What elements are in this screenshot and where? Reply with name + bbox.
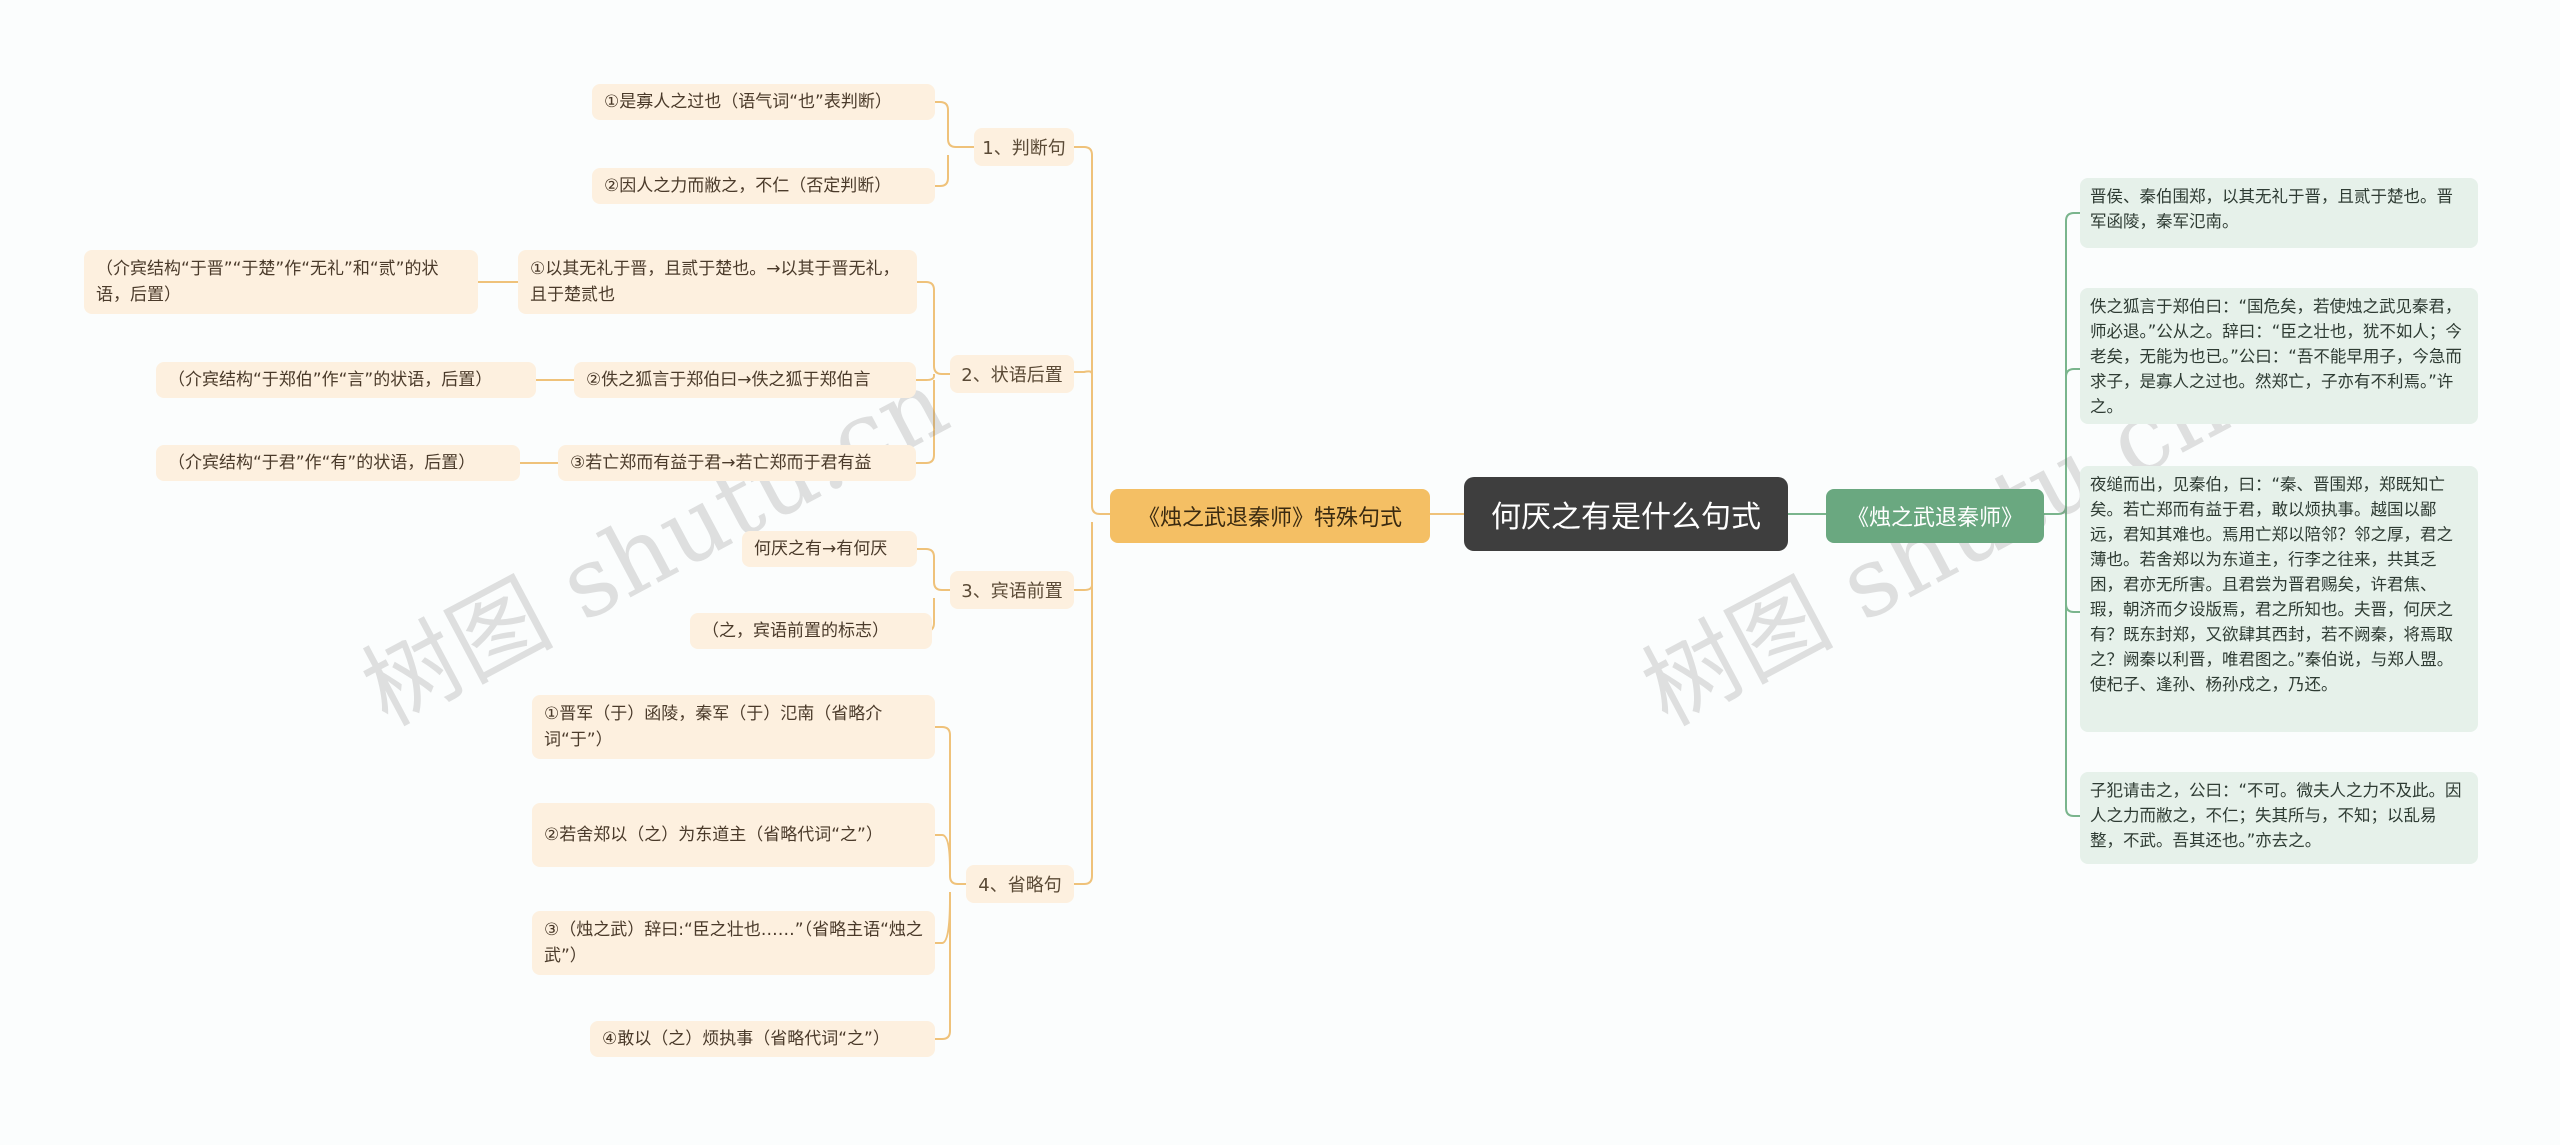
object-item-2[interactable]: （之，宾语前置的标志） xyxy=(690,613,932,649)
ellipsis-item-2[interactable]: ②若舍郑以（之）为东道主（省略代词“之”） xyxy=(532,803,935,867)
text-paragraph-1[interactable]: 晋侯、秦伯围郑，以其无礼于晋，且贰于楚也。晋军函陵，秦军氾南。 xyxy=(2080,178,2478,248)
adverbial-note-2[interactable]: （介宾结构“于郑伯”作“言”的状语，后置） xyxy=(156,362,536,398)
object-item-1[interactable]: 何厌之有→有何厌 xyxy=(742,531,917,567)
root-node[interactable]: 何厌之有是什么句式 xyxy=(1464,477,1788,551)
category-object-preposition[interactable]: 3、宾语前置 xyxy=(950,571,1074,609)
ellipsis-item-1[interactable]: ①晋军（于）函陵，秦军（于）氾南（省略介词“于”） xyxy=(532,695,935,759)
left-tree-links xyxy=(478,101,1110,1040)
judgement-item-1[interactable]: ①是寡人之过也（语气词“也”表判断） xyxy=(592,84,935,120)
category-judgement[interactable]: 1、判断句 xyxy=(974,128,1074,166)
right-branch-node[interactable]: 《烛之武退秦师》 xyxy=(1826,489,2044,543)
text-paragraph-2[interactable]: 佚之狐言于郑伯曰：“国危矣，若使烛之武见秦君，师必退。”公从之。辞曰：“臣之壮也… xyxy=(2080,288,2478,424)
text-paragraph-3[interactable]: 夜缒而出，见秦伯，曰：“秦、晋围郑，郑既知亡矣。若亡郑而有益于君，敢以烦执事。越… xyxy=(2080,466,2478,732)
right-tree-links xyxy=(2044,212,2080,817)
category-adverbial-postposition[interactable]: 2、状语后置 xyxy=(950,355,1074,393)
adverbial-item-1[interactable]: ①以其无礼于晋，且贰于楚也。→以其于晋无礼，且于楚贰也 xyxy=(518,250,917,314)
adverbial-note-3[interactable]: （介宾结构“于君”作“有”的状语，后置） xyxy=(156,445,520,481)
adverbial-item-2[interactable]: ②佚之狐言于郑伯曰→佚之狐于郑伯言 xyxy=(574,362,916,398)
adverbial-item-3[interactable]: ③若亡郑而有益于君→若亡郑而于君有益 xyxy=(558,445,916,481)
left-branch-node[interactable]: 《烛之武退秦师》特殊句式 xyxy=(1110,489,1430,543)
ellipsis-item-4[interactable]: ④敢以（之）烦执事（省略代词“之”） xyxy=(590,1021,935,1057)
category-ellipsis[interactable]: 4、省略句 xyxy=(966,865,1074,903)
adverbial-note-1[interactable]: （介宾结构“于晋”“于楚”作“无礼”和“贰”的状语，后置） xyxy=(84,250,478,314)
judgement-item-2[interactable]: ②因人之力而敝之，不仁（否定判断） xyxy=(592,168,935,204)
text-paragraph-4[interactable]: 子犯请击之，公曰：“不可。微夫人之力不及此。因人之力而敝之，不仁；失其所与，不知… xyxy=(2080,772,2478,864)
ellipsis-item-3[interactable]: ③（烛之武）辞曰:“臣之壮也……”（省略主语“烛之武”） xyxy=(532,911,935,975)
